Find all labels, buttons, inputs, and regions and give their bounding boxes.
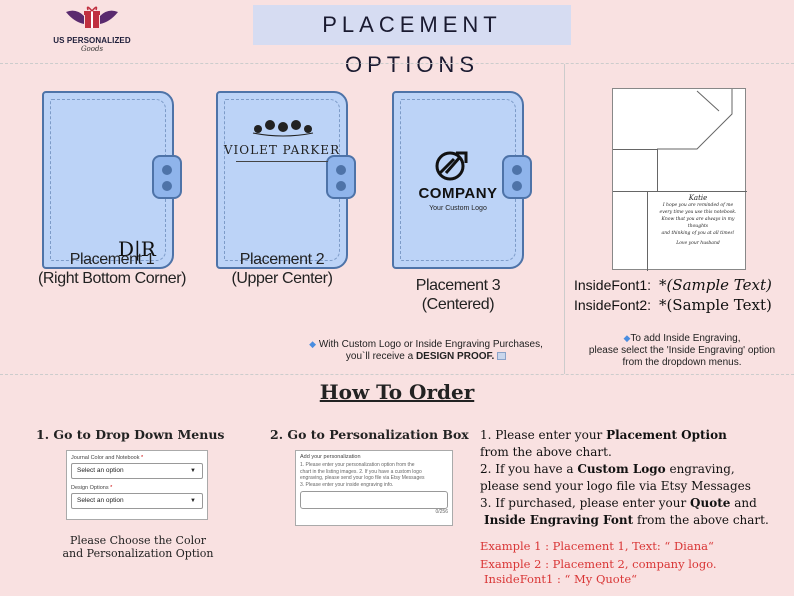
inside-font-1-row: InsideFont1: *(Sample Text) bbox=[574, 276, 772, 294]
card-message: Katie I hope you are reminded of me ever… bbox=[659, 194, 737, 247]
field-2-label: Design Options * bbox=[71, 485, 113, 491]
instruction-line: Inside Engraving Font from the above cha… bbox=[484, 513, 769, 527]
company-text: COMPANY bbox=[418, 185, 498, 202]
inside-engraving-card: Katie I hope you are reminded of me ever… bbox=[612, 88, 747, 271]
notebook-placement-3: COMPANY Your Custom Logo bbox=[392, 91, 532, 269]
diamond-icon: ◆ bbox=[623, 333, 631, 343]
personalization-textarea[interactable] bbox=[300, 491, 448, 509]
card-corner-lines bbox=[657, 89, 733, 150]
how-to-order-heading: How To Order bbox=[319, 380, 475, 404]
name-text: VIOLET PARKER bbox=[223, 143, 341, 157]
example-3: InsideFont1 : “ My Quote“ bbox=[484, 572, 638, 586]
page-title: PLACEMENT OPTIONS bbox=[253, 5, 571, 77]
dropdown-form: Journal Color and Notebook * Select an o… bbox=[66, 450, 208, 520]
step-2-title: 2. Go to Personalization Box bbox=[270, 427, 469, 442]
proof-note: ◆ With Custom Logo or Inside Engraving P… bbox=[309, 339, 543, 362]
inside-engraving-note: ◆To add Inside Engraving, please select … bbox=[588, 333, 776, 368]
journal-color-select[interactable]: Select an option▼ bbox=[71, 463, 203, 479]
char-counter: 0/256 bbox=[435, 509, 448, 515]
monogram-text: D|R bbox=[118, 237, 156, 261]
personalization-box: Add your personalization 1. Please enter… bbox=[295, 450, 453, 526]
clasp-icon bbox=[152, 155, 182, 199]
gift-wings-icon bbox=[66, 6, 118, 28]
instruction-line: please send your logo file via Etsy Mess… bbox=[480, 479, 751, 493]
divider-top bbox=[0, 63, 794, 64]
placement-3-label: Placement 3(Centered) bbox=[415, 277, 501, 313]
personalization-label: Add your personalization bbox=[300, 454, 361, 460]
instruction-line: 2. If you have a Custom Logo engraving, bbox=[480, 462, 735, 476]
document-icon bbox=[497, 352, 507, 361]
placement-1-label: Placement 1(Right Bottom Corner) bbox=[37, 251, 187, 287]
diamond-icon: ◆ bbox=[309, 339, 317, 349]
example-1: Example 1 : Placement 1, Text: “ Diana“ bbox=[480, 539, 714, 553]
clasp-icon bbox=[326, 155, 356, 199]
caret-down-icon: ▼ bbox=[190, 498, 196, 504]
divider-vertical bbox=[564, 64, 565, 374]
instruction-line: 3. If purchased, please enter your Quote… bbox=[480, 496, 757, 510]
personalization-help: 1. Please enter your personalization opt… bbox=[300, 462, 425, 488]
notebook-placement-2: VIOLET PARKER bbox=[216, 91, 356, 269]
design-options-select[interactable]: Select an option▼ bbox=[71, 493, 203, 509]
divider-middle bbox=[0, 374, 794, 375]
step-1-title: 1. Go to Drop Down Menus bbox=[36, 427, 225, 442]
brand-name: US PERSONALIZED bbox=[53, 36, 131, 45]
company-tagline: Your Custom Logo bbox=[429, 205, 487, 212]
inside-font-2-row: InsideFont2: *(Sample Text) bbox=[574, 296, 772, 314]
brand-script: Goods bbox=[80, 45, 104, 53]
instruction-line: from the above chart. bbox=[480, 445, 612, 459]
example-2: Example 2 : Placement 2, company logo. bbox=[480, 557, 717, 571]
instructions: 1. Please enter your Placement Option fr… bbox=[480, 427, 790, 529]
brand-logo: US PERSONALIZED Goods bbox=[52, 2, 132, 62]
floral-icon bbox=[252, 120, 314, 137]
company-logo-icon bbox=[435, 151, 468, 181]
field-1-label: Journal Color and Notebook * bbox=[71, 455, 144, 461]
caret-down-icon: ▼ bbox=[190, 468, 196, 474]
name-underline bbox=[236, 161, 328, 162]
clasp-icon bbox=[502, 155, 532, 199]
instruction-line: 1. Please enter your Placement Option bbox=[480, 428, 727, 442]
placement-2-label: Placement 2(Upper Center) bbox=[231, 251, 333, 287]
notebook-placement-1: D|R bbox=[42, 91, 182, 269]
